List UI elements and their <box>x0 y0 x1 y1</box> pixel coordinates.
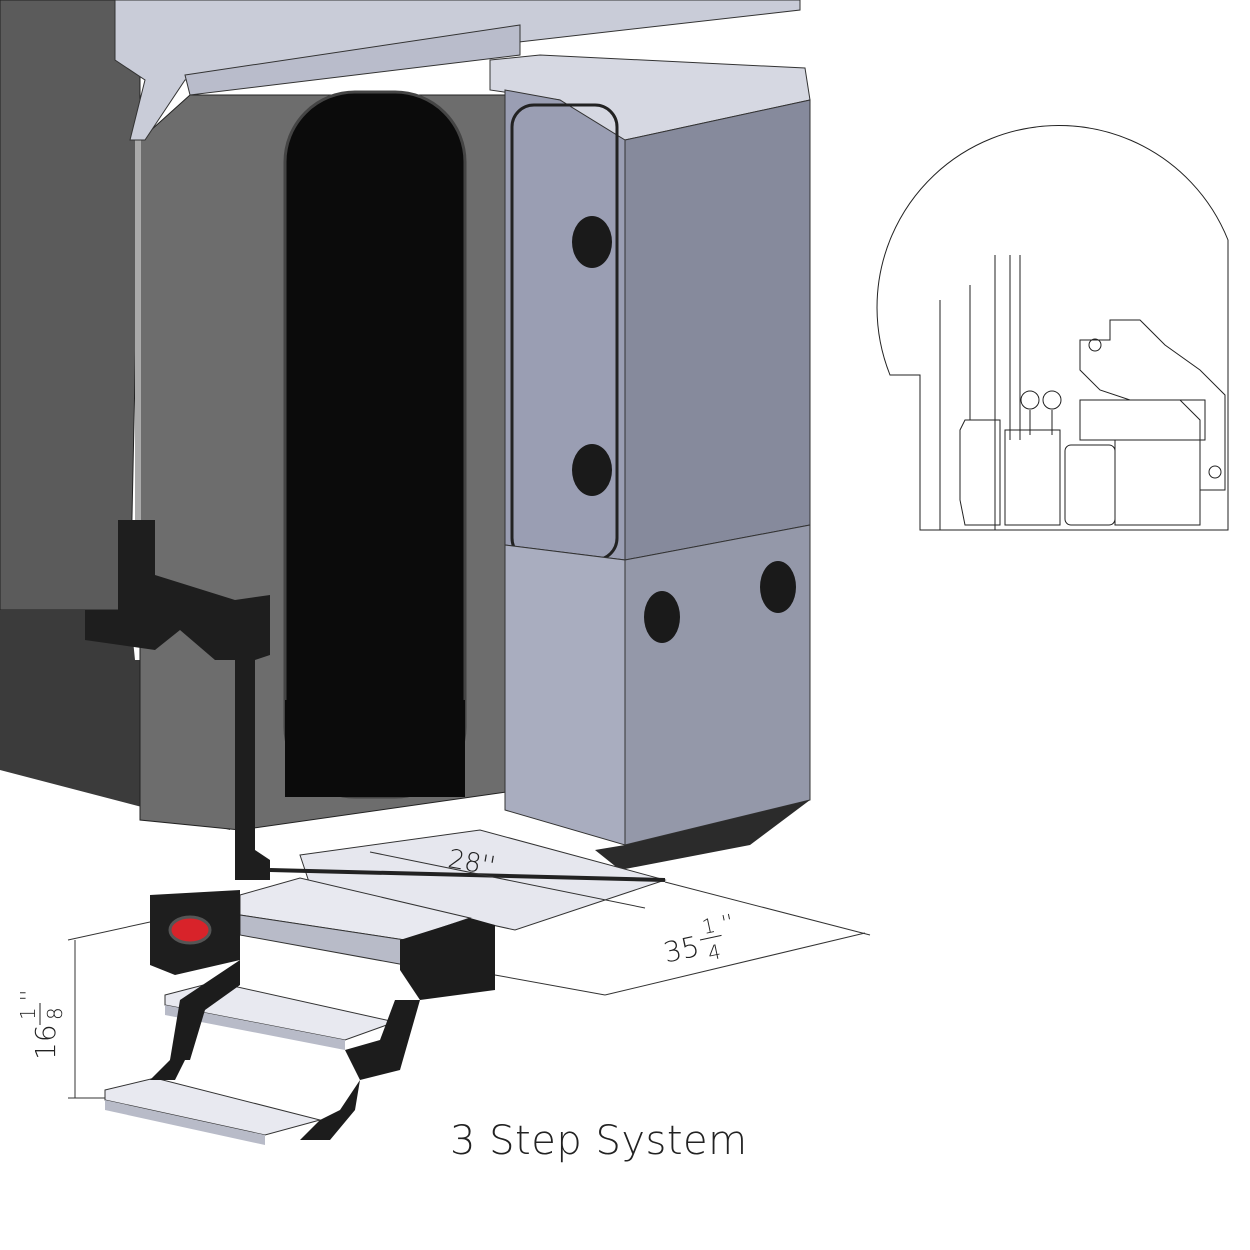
platform-width-num: 1 <box>700 913 717 939</box>
caption: 3 Step System <box>450 1118 748 1164</box>
cabinet-lower-side <box>504 544 626 846</box>
step-rise-den: 8 <box>43 1007 67 1020</box>
cabinet-bottom <box>595 800 810 870</box>
platform-width-den: 4 <box>706 939 723 965</box>
step-rise-num: 1 <box>16 1007 40 1020</box>
dimension-lines <box>67 851 871 1099</box>
step-rise-unit: '' <box>16 990 40 1001</box>
latch-icon <box>760 561 796 613</box>
platform-width-whole: 35 <box>661 930 703 970</box>
step-side-plate <box>345 1000 420 1080</box>
latch-icon <box>644 591 680 643</box>
step-side-plate <box>170 960 240 1060</box>
platform-width-label: 35 1 4 '' <box>661 909 736 970</box>
step-rise-label: 16 1 8 '' <box>16 990 67 1060</box>
detail-inset <box>876 125 1229 531</box>
cabinet-door-panel <box>504 89 626 561</box>
tail-light <box>168 915 212 945</box>
step-rise-whole: 16 <box>29 1024 62 1060</box>
platform-width-unit: '' <box>719 909 735 935</box>
latch-icon <box>572 444 612 496</box>
roof-fascia <box>184 24 521 96</box>
latch-icon <box>572 216 612 268</box>
door-opening <box>283 90 467 799</box>
roof-trim <box>114 0 801 141</box>
mounting-bracket <box>85 520 270 880</box>
trailer-side-wall <box>0 0 141 611</box>
cabinet-front-upper <box>624 99 811 561</box>
step-frame <box>400 918 495 1000</box>
